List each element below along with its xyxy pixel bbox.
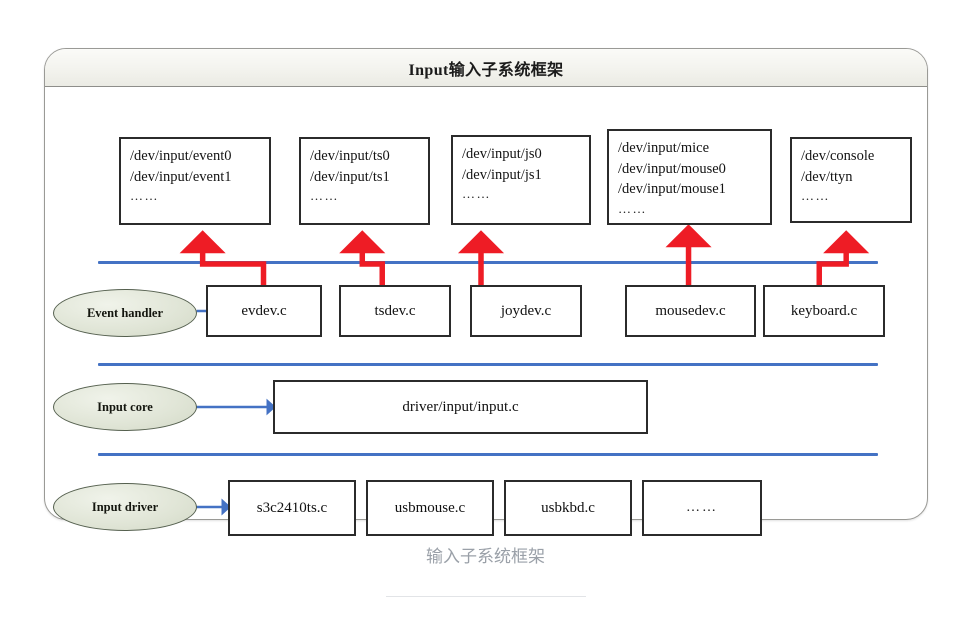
driver-box-label: usbmouse.c bbox=[394, 499, 466, 516]
driver-box-label: s3c2410ts.c bbox=[256, 499, 328, 516]
device-node-line: /dev/input/mouse0 bbox=[618, 160, 726, 177]
handler-box-evdev: evdev.c bbox=[206, 285, 322, 337]
driver-box-label: …… bbox=[686, 500, 718, 515]
device-node-line: /dev/input/event1 bbox=[130, 168, 232, 185]
device-node-box-console: /dev/console /dev/ttyn …… bbox=[790, 137, 912, 223]
driver-box-usbkbd: usbkbd.c bbox=[504, 480, 632, 536]
driver-box-usbmouse: usbmouse.c bbox=[366, 480, 494, 536]
driver-box-label: usbkbd.c bbox=[541, 499, 595, 516]
device-node-line: /dev/input/ts0 bbox=[310, 148, 390, 164]
diagram-title-bar: Input输入子系统框架 bbox=[45, 49, 927, 87]
device-node-box-js: /dev/input/js0 /dev/input/js1 …… bbox=[451, 135, 591, 225]
handler-box-label: keyboard.c bbox=[790, 302, 858, 319]
handler-box-joydev: joydev.c bbox=[470, 285, 582, 337]
handler-box-label: joydev.c bbox=[500, 302, 552, 319]
device-node-line: /dev/input/mice bbox=[618, 140, 710, 156]
diagram-canvas: /dev/input/event0 /dev/input/event1 …… /… bbox=[45, 87, 927, 536]
driver-box-s3c2410ts: s3c2410ts.c bbox=[228, 480, 356, 536]
device-node-line: /dev/console bbox=[801, 148, 875, 164]
device-node-line: /dev/input/js0 bbox=[462, 146, 542, 162]
device-node-ellipsis: …… bbox=[801, 188, 830, 204]
driver-box-ellipsis: …… bbox=[642, 480, 762, 536]
handler-box-keyboard: keyboard.c bbox=[763, 285, 885, 337]
role-ellipse-input-driver: Input driver bbox=[53, 483, 197, 531]
device-node-ellipsis: …… bbox=[618, 200, 647, 216]
role-label: Event handler bbox=[86, 305, 164, 320]
device-node-line: /dev/input/event0 bbox=[130, 148, 232, 164]
device-node-box-event: /dev/input/event0 /dev/input/event1 …… bbox=[119, 137, 271, 225]
device-node-ellipsis: …… bbox=[130, 188, 159, 204]
handler-box-label: tsdev.c bbox=[374, 302, 416, 319]
layer-separator-middle-lower bbox=[98, 453, 878, 456]
device-node-ellipsis: …… bbox=[462, 186, 491, 202]
device-node-line: /dev/ttyn bbox=[801, 168, 853, 185]
role-label: Input driver bbox=[91, 499, 159, 514]
device-node-line: /dev/input/mouse1 bbox=[618, 181, 726, 198]
layer-separator-top bbox=[98, 261, 878, 264]
diagram-frame: Input输入子系统框架 bbox=[44, 48, 928, 536]
figure-caption: 输入子系统框架 bbox=[426, 547, 545, 567]
page-title: Input输入子系统框架 bbox=[408, 61, 564, 79]
device-node-ellipsis: …… bbox=[310, 188, 339, 204]
caption-divider bbox=[386, 596, 586, 597]
role-ellipse-input-core: Input core bbox=[53, 383, 197, 431]
role-ellipse-event-handler: Event handler bbox=[53, 289, 197, 337]
device-node-box-mice: /dev/input/mice /dev/input/mouse0 /dev/i… bbox=[607, 129, 772, 225]
handler-box-label: mousedev.c bbox=[655, 302, 726, 319]
core-box-input-c: driver/input/input.c bbox=[273, 380, 648, 434]
device-node-line: /dev/input/ts1 bbox=[310, 168, 390, 185]
handler-box-tsdev: tsdev.c bbox=[339, 285, 451, 337]
core-box-label: driver/input/input.c bbox=[402, 398, 519, 415]
handler-box-label: evdev.c bbox=[241, 302, 287, 319]
layer-separator-middle-upper bbox=[98, 363, 878, 366]
device-node-box-ts: /dev/input/ts0 /dev/input/ts1 …… bbox=[299, 137, 430, 225]
device-node-line: /dev/input/js1 bbox=[462, 166, 542, 183]
role-label: Input core bbox=[97, 399, 153, 414]
handler-box-mousedev: mousedev.c bbox=[625, 285, 756, 337]
